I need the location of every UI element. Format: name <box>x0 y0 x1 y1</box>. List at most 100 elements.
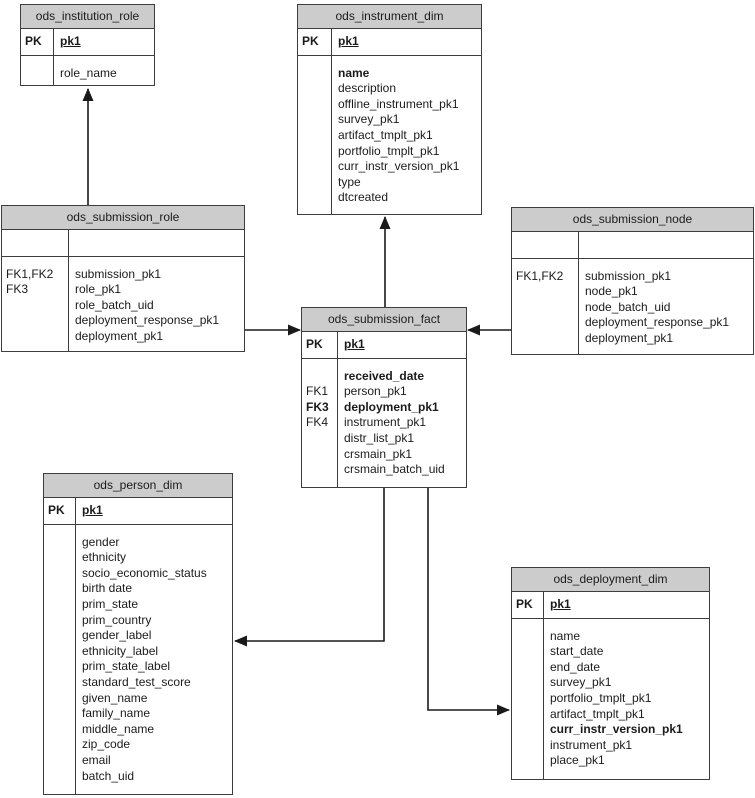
field-name: deployment_pk1 <box>344 399 439 414</box>
fk-label: FK1,FK2 <box>6 266 54 281</box>
field-name: instrument_pk1 <box>344 415 427 430</box>
field-name: ethnicity <box>82 550 127 565</box>
field-name: ethnicity_label <box>82 643 159 658</box>
field-name: artifact_tmplt_pk1 <box>338 127 433 142</box>
fk-label <box>48 597 75 613</box>
field-name: prim_state_label <box>82 659 171 674</box>
fk-label <box>516 738 543 754</box>
field-name: email <box>82 752 111 767</box>
field-name: deployment_response_pk1 <box>75 313 220 328</box>
entity-pk-section <box>2 230 244 257</box>
field-name: role_batch_uid <box>75 297 154 312</box>
fk-label: PK <box>306 337 323 351</box>
fk-label <box>48 722 75 738</box>
fk-label <box>516 675 543 691</box>
fk-label <box>302 175 331 191</box>
field-name: instrument_pk1 <box>550 737 633 752</box>
field-name: start_date <box>550 644 604 659</box>
fk-label <box>516 300 578 316</box>
fk-label: PK <box>302 34 319 48</box>
entity-title: ods_submission_role <box>2 206 244 230</box>
fk-label <box>306 462 337 478</box>
field-name: given_name <box>82 690 148 705</box>
fk-label: PK <box>48 503 65 517</box>
entity-title: ods_submission_fact <box>302 308 466 332</box>
fk-label <box>6 298 68 314</box>
fk-label <box>48 659 75 675</box>
fk-label <box>516 237 578 253</box>
field-name: survey_pk1 <box>338 112 400 127</box>
field-name: offline_instrument_pk1 <box>338 96 459 111</box>
connector-submission-fact-to-deployment-dim <box>427 488 510 716</box>
fk-label <box>6 235 68 251</box>
pk-field: pk1 <box>344 337 365 351</box>
field-name: node_pk1 <box>585 284 638 299</box>
fk-label <box>516 722 543 738</box>
fk-label <box>516 753 543 769</box>
field-name: zip_code <box>82 737 131 752</box>
entity-title: ods_instrument_dim <box>298 5 481 29</box>
fk-label <box>302 97 331 113</box>
field-name: name <box>338 65 370 80</box>
pk-field: pk1 <box>60 34 81 48</box>
field-name: node_batch_uid <box>585 299 671 314</box>
fk-label: FK3 <box>6 282 29 297</box>
field-name: end_date <box>550 659 601 674</box>
field-name: role_name <box>60 65 117 80</box>
field-name: name <box>550 628 581 643</box>
entity-ods-submission-node: ods_submission_node FK1,FK2 submission_p… <box>511 207 754 355</box>
field-name: person_pk1 <box>344 384 407 399</box>
fk-label <box>516 660 543 676</box>
field-name: submission_pk1 <box>75 266 162 281</box>
entity-body-section: role_name <box>21 55 154 85</box>
field-name: middle_name <box>82 721 155 736</box>
fk-label: FK1,FK2 <box>516 268 564 283</box>
fk-label <box>48 675 75 691</box>
fk-label <box>48 644 75 660</box>
fk-label <box>306 447 337 463</box>
pk-field <box>75 235 244 251</box>
field-name: distr_list_pk1 <box>344 430 415 445</box>
fk-label <box>516 691 543 707</box>
fk-label <box>302 112 331 128</box>
fk-label <box>302 128 331 144</box>
fk-label <box>48 737 75 753</box>
field-name: prim_state <box>82 596 139 611</box>
entity-title: ods_institution_role <box>21 5 154 29</box>
fk-label <box>48 566 75 582</box>
fk-label <box>48 691 75 707</box>
fk-label <box>302 190 331 206</box>
field-name: survey_pk1 <box>550 675 612 690</box>
fk-label <box>48 706 75 722</box>
fk-label <box>25 66 53 82</box>
field-name: artifact_tmplt_pk1 <box>550 706 645 721</box>
fk-label <box>6 313 68 329</box>
fk-label: FK1 <box>306 384 329 399</box>
fk-label <box>48 613 75 629</box>
pk-field <box>585 237 753 253</box>
field-name: crsmain_batch_uid <box>344 462 445 477</box>
fk-label <box>302 81 331 97</box>
entity-pk-section <box>512 232 753 259</box>
fk-label: FK4 <box>306 415 329 430</box>
pk-field: pk1 <box>82 503 103 517</box>
field-name: role_pk1 <box>75 282 122 297</box>
entity-title: ods_submission_node <box>512 208 753 232</box>
fk-label <box>48 753 75 769</box>
fk-label <box>516 644 543 660</box>
field-name: deployment_response_pk1 <box>585 315 730 330</box>
field-name: description <box>338 81 397 96</box>
field-name: gender <box>82 534 120 549</box>
entity-pk-section: PK pk1 <box>302 332 466 359</box>
field-name: place_pk1 <box>550 753 605 768</box>
connector-submission-fact-to-person-dim <box>234 488 385 647</box>
